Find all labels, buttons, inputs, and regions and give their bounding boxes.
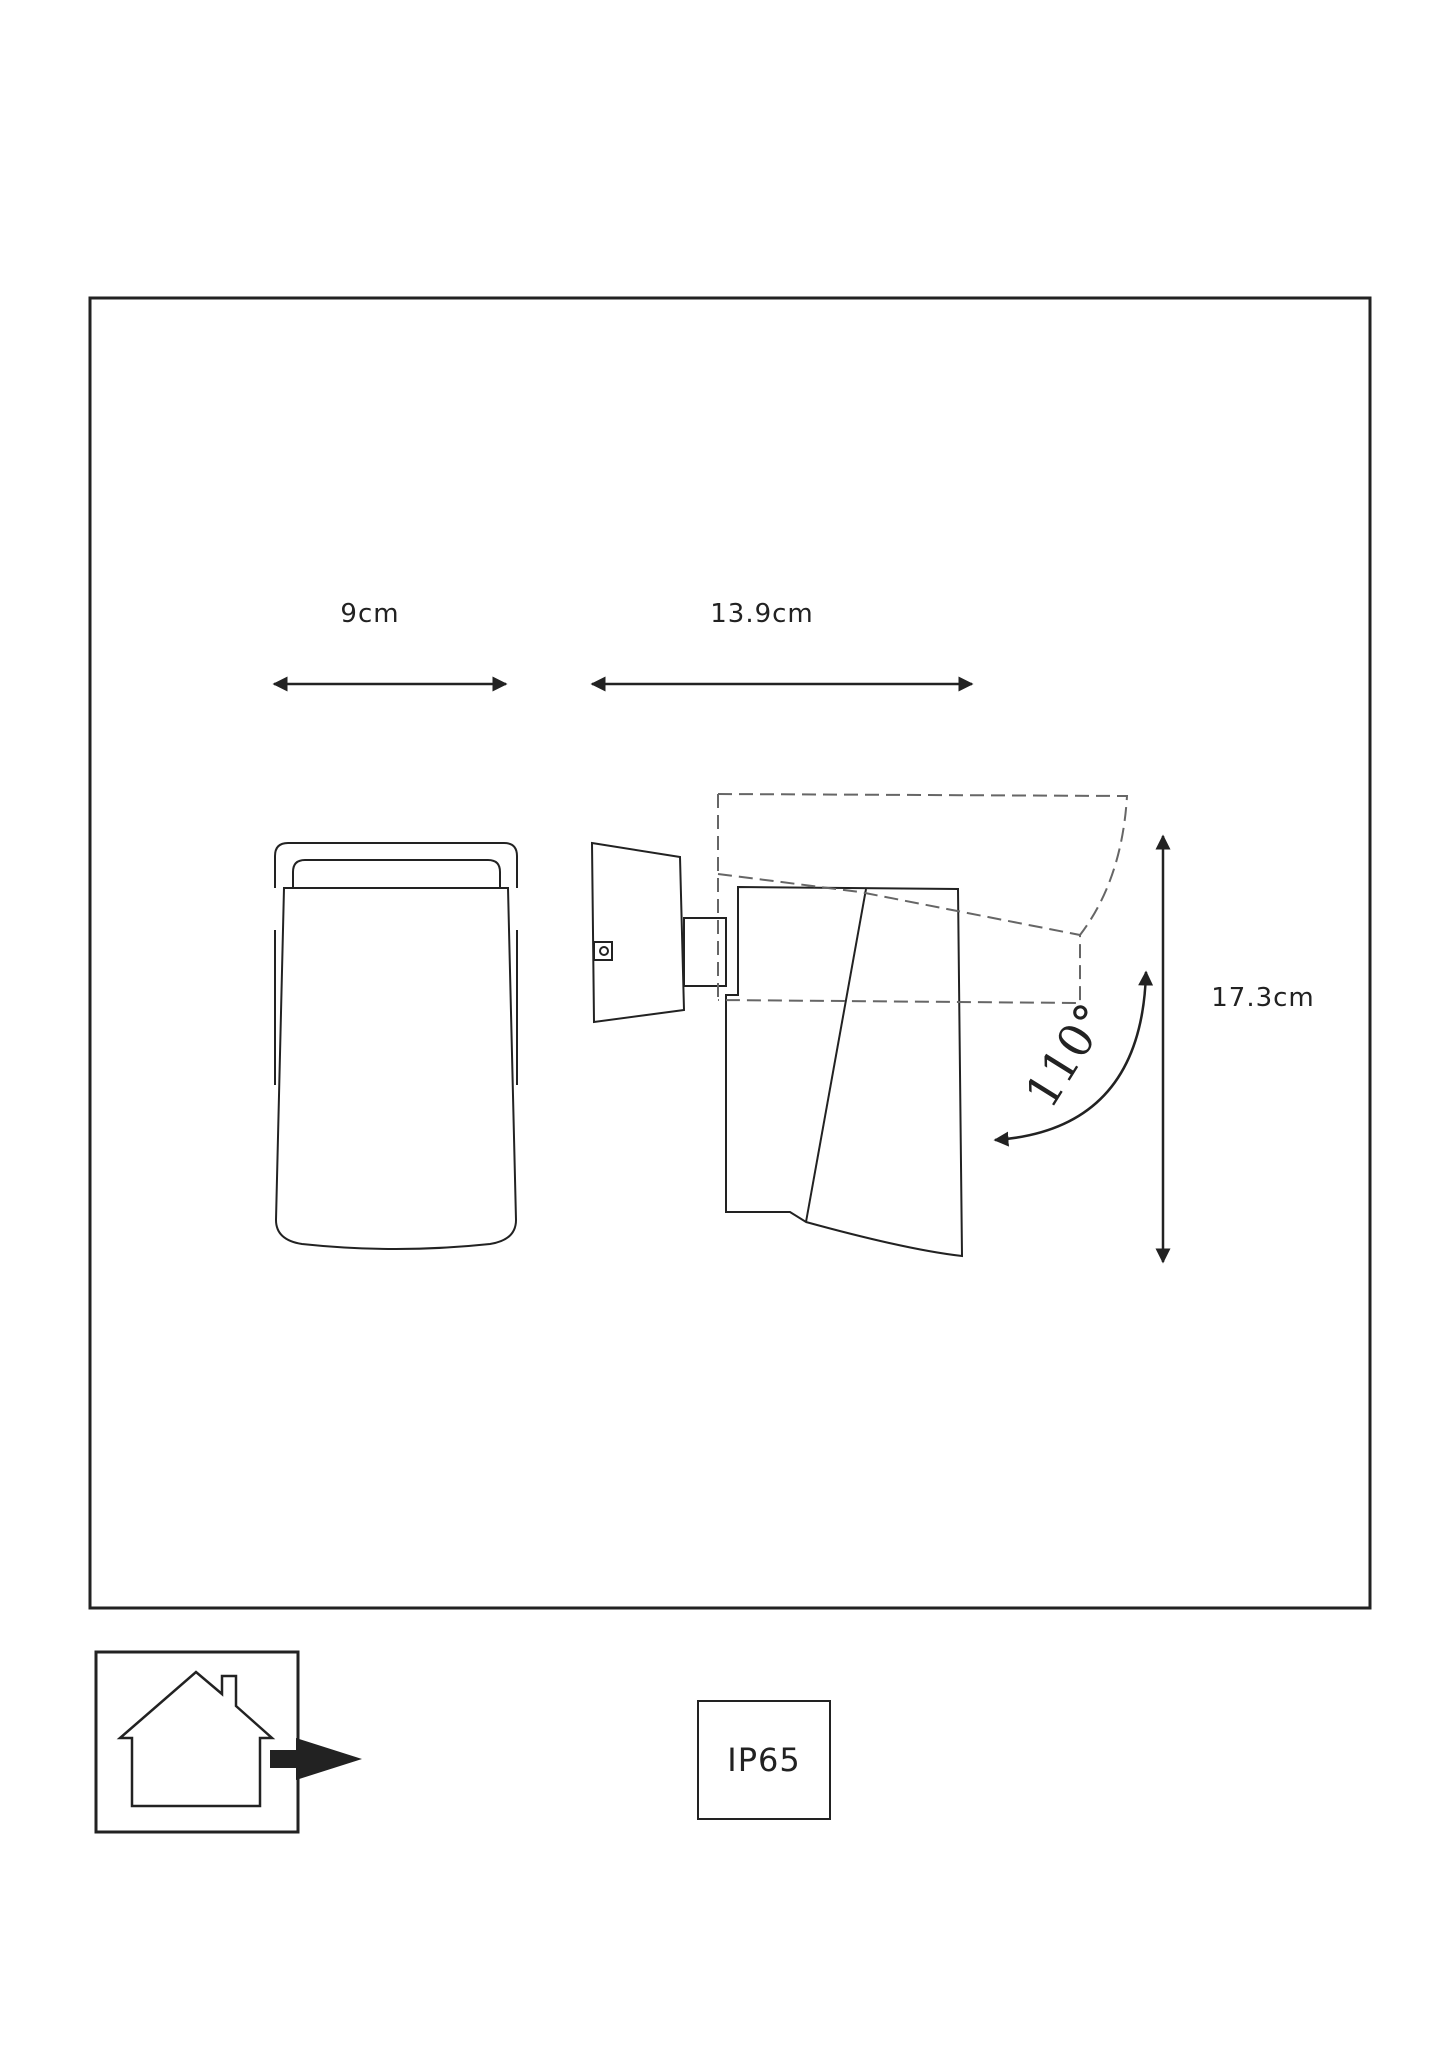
ip-rating-icon: IP65 xyxy=(697,1700,831,1820)
width-dimension-label: 9cm xyxy=(340,599,399,629)
lamp-front-view xyxy=(274,842,518,1250)
lamp-side-view xyxy=(590,793,1129,1258)
height-dimension-label: 17.3cm xyxy=(1211,983,1315,1013)
ip-rating-label: IP65 xyxy=(727,1741,800,1779)
rotation-angle-arrow xyxy=(993,970,1154,1147)
rotation-angle-label: 110° xyxy=(1014,994,1119,1117)
house-outward-arrow-icon xyxy=(94,1650,362,1834)
depth-dimension-label: 13.9cm xyxy=(710,599,814,629)
drawing-frame xyxy=(88,296,1372,1610)
